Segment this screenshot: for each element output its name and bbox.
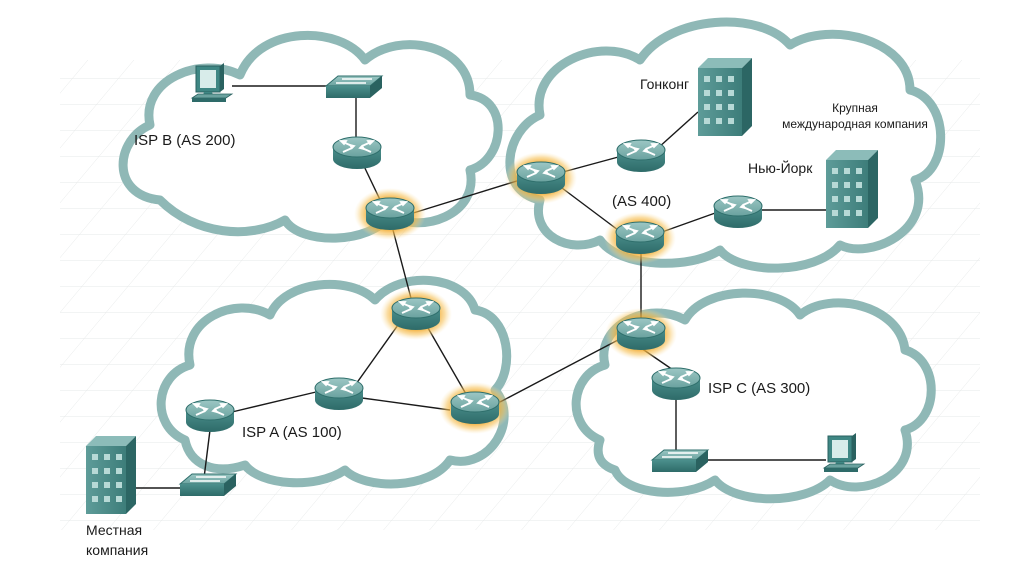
label-as-400: (AS 400) bbox=[612, 193, 672, 210]
label-isp-c: ISP C (AS 300) bbox=[708, 380, 811, 397]
border-router-isp-a-east-icon[interactable] bbox=[450, 391, 500, 425]
label-isp-a: ISP A (AS 100) bbox=[242, 424, 342, 441]
router-hong-kong-icon[interactable] bbox=[616, 139, 666, 173]
switch-isp-b-icon[interactable] bbox=[325, 75, 383, 99]
border-router-as400-west-icon[interactable] bbox=[516, 161, 566, 195]
link-hk-router-hk-building bbox=[657, 111, 699, 149]
label-hong-kong: Гонконг bbox=[640, 76, 690, 92]
router-isp-c-icon[interactable] bbox=[651, 367, 701, 401]
router-isp-a-west-icon[interactable] bbox=[185, 399, 235, 433]
border-router-isp-a-north-icon[interactable] bbox=[391, 297, 441, 331]
border-router-as400-south-icon[interactable] bbox=[615, 221, 665, 255]
label-local-line1: Местная bbox=[86, 522, 143, 538]
border-router-isp-c-icon[interactable] bbox=[616, 317, 666, 351]
label-local-company: Местная компания bbox=[86, 520, 148, 560]
label-multinational-line1: Крупная bbox=[832, 101, 878, 115]
link-isp-a-west-middle bbox=[231, 391, 317, 413]
building-new-york-icon bbox=[826, 150, 878, 228]
link-isp-a-west-local-switch bbox=[203, 429, 211, 479]
label-multinational-company: Крупная международная компания bbox=[770, 100, 940, 132]
link-border-a-isp-a-middle bbox=[355, 324, 399, 385]
link-isp-a-middle-east bbox=[361, 397, 451, 411]
label-local-line2: компания bbox=[86, 542, 149, 558]
link-border-b-400a bbox=[409, 179, 521, 215]
router-new-york-icon[interactable] bbox=[713, 195, 763, 229]
border-router-isp-b-icon[interactable] bbox=[365, 197, 415, 231]
building-hong-kong-icon bbox=[698, 58, 752, 136]
building-local-company-icon bbox=[86, 436, 136, 514]
link-border-a-isp-a-east bbox=[427, 327, 467, 395]
label-isp-b: ISP B (AS 200) bbox=[134, 132, 236, 149]
router-isp-a-middle-icon[interactable] bbox=[314, 377, 364, 411]
label-multinational-line2: международная компания bbox=[782, 117, 928, 131]
switch-local-company-icon[interactable] bbox=[179, 473, 237, 497]
switch-isp-c-icon[interactable] bbox=[651, 449, 709, 473]
label-new-york: Нью-Йорк bbox=[748, 160, 813, 176]
link-isp-a-east-c-border bbox=[499, 339, 619, 403]
router-isp-b-icon[interactable] bbox=[332, 136, 382, 170]
